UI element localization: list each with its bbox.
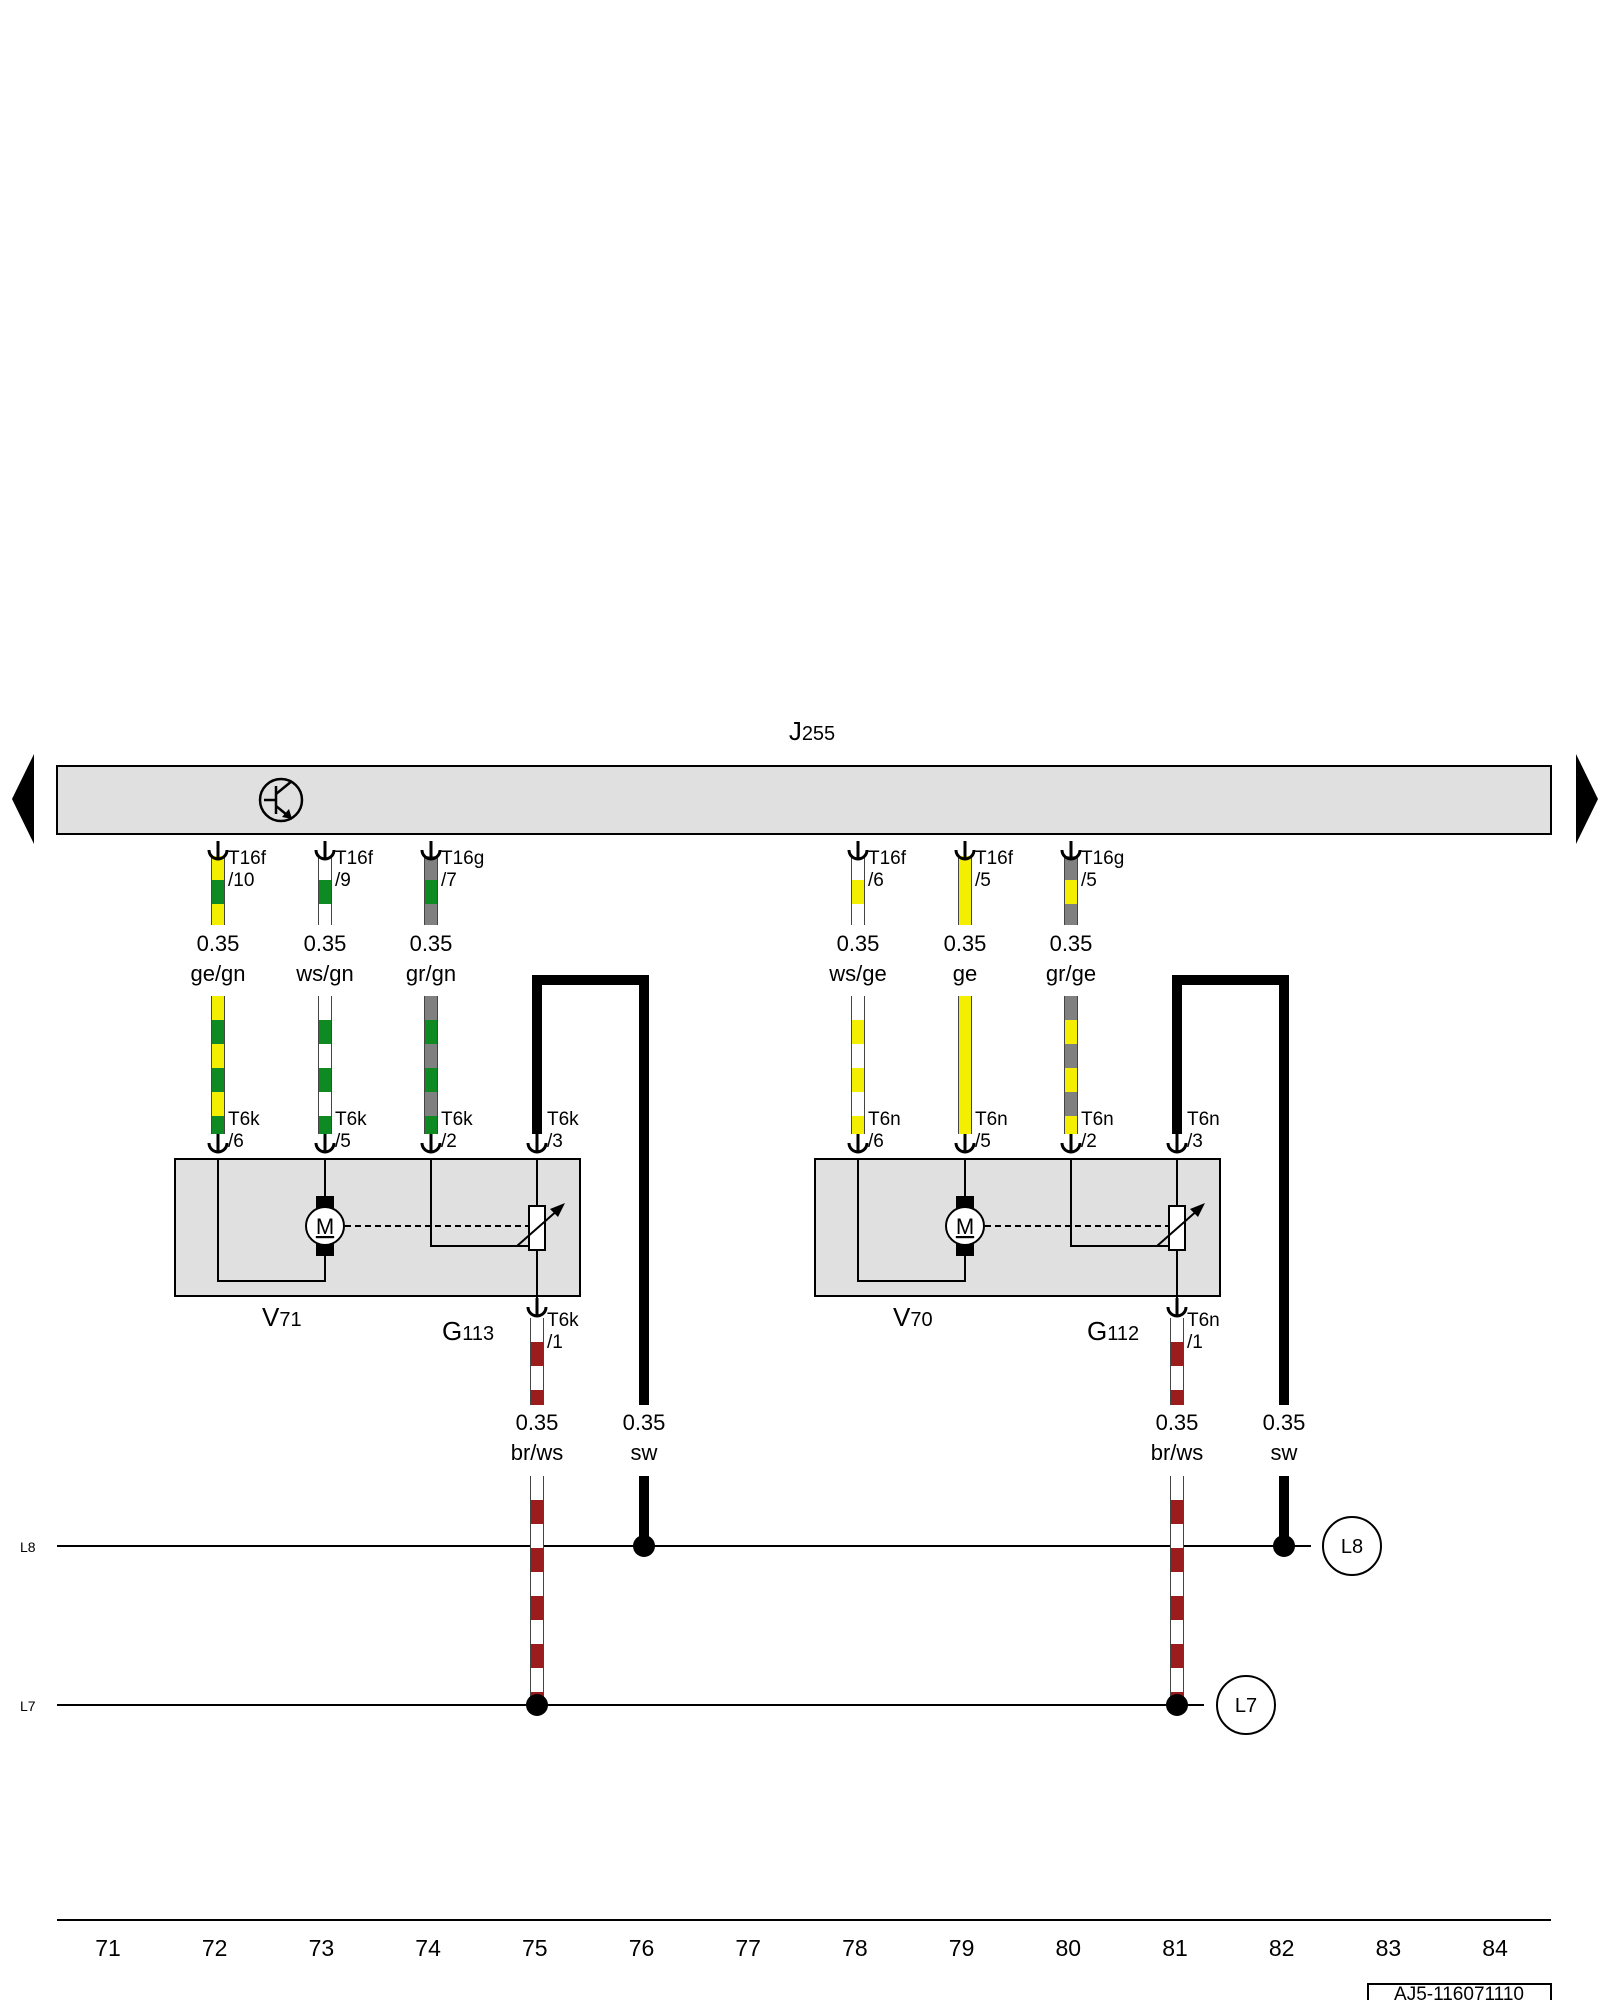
junction-dot	[1166, 1694, 1188, 1716]
bottom-wire-lower	[530, 1476, 544, 1705]
actuator-pin-label: T6k/1	[547, 1310, 579, 1353]
actuator-pin-label: T6n/1	[1187, 1310, 1220, 1353]
track-number: 77	[735, 1935, 761, 1961]
potentiometer-arrow-icon	[1190, 1203, 1205, 1217]
actuator-pin-label: T6n/3	[1187, 1109, 1220, 1152]
wire-lower-segment	[958, 996, 972, 1134]
terminal-l8: L8	[1322, 1516, 1382, 1576]
actuator-pin-label: T6k/3	[547, 1109, 579, 1152]
wire-upper-segment	[1064, 856, 1078, 925]
document-ref: AJ5-116071110	[1394, 1984, 1524, 2000]
track-number: 75	[522, 1935, 548, 1961]
unit-pin-label: T16f/6	[868, 848, 907, 891]
motor-symbol: M	[956, 1214, 974, 1239]
internal-wire	[430, 1159, 529, 1247]
track-number: 73	[309, 1935, 335, 1961]
motor-v70-label: V70	[893, 1302, 933, 1332]
sensor-g113-label: G113	[442, 1316, 494, 1346]
actuator-pin-label: T6k/6	[228, 1109, 260, 1152]
potentiometer-wiper	[516, 1208, 560, 1247]
track-number: 81	[1162, 1935, 1188, 1961]
wire-lower-segment	[211, 996, 225, 1134]
potentiometer-wiper	[1156, 1208, 1200, 1247]
wire-upper-segment	[851, 856, 865, 925]
svg-text:L7: L7	[1235, 1695, 1257, 1717]
internal-wire	[857, 1159, 966, 1282]
actuator-v70-housing	[814, 1158, 1221, 1297]
wire-lower-segment	[1064, 996, 1078, 1134]
wire-upper-segment	[958, 856, 972, 925]
track-number: 82	[1269, 1935, 1295, 1961]
actuator-v71-housing	[174, 1158, 581, 1297]
unit-pin-label: T16g/7	[441, 848, 484, 891]
track-numbers: 71 72 73 74 75 76 77 78 79 80 81 82 83 84	[95, 1935, 1508, 1961]
internal-wire	[1070, 1159, 1169, 1247]
junction-dot	[633, 1535, 655, 1557]
unit-pin-label: T16f/5	[975, 848, 1014, 891]
unit-pin-label: T16f/10	[228, 848, 267, 891]
wire-upper-segment	[424, 856, 438, 925]
loop-wire-sw	[1172, 975, 1289, 1405]
terminal-l7: L7	[1216, 1675, 1276, 1735]
right-continuation-arrow-icon	[1576, 754, 1598, 844]
transistor-symbol-icon	[258, 777, 304, 823]
track-number: 74	[415, 1935, 441, 1961]
bus-label-l7: L7	[20, 1698, 36, 1714]
track-number: 72	[202, 1935, 228, 1961]
svg-text:L8: L8	[1341, 1536, 1363, 1558]
track-number: 78	[842, 1935, 868, 1961]
actuator-pin-label: T6k/5	[335, 1109, 367, 1152]
internal-wire	[217, 1159, 326, 1282]
left-continuation-arrow-icon	[12, 754, 34, 844]
document-ref-box	[1367, 1983, 1552, 2000]
track-number: 83	[1376, 1935, 1402, 1961]
unit-pin-label: T16g/5	[1081, 848, 1124, 891]
junction-dot	[1273, 1535, 1295, 1557]
wire-lower-segment	[851, 996, 865, 1134]
sensor-g112-label: G112	[1087, 1316, 1139, 1346]
wire-upper-segment	[318, 856, 332, 925]
motor-symbol: M	[316, 1214, 334, 1239]
motor-icon	[305, 1206, 345, 1246]
motor-v71-label: V71	[262, 1302, 302, 1332]
wire-upper-segment	[211, 856, 225, 925]
actuator-pin-label: T6n/2	[1081, 1109, 1114, 1152]
actuator-pin-label: T6n/6	[868, 1109, 901, 1152]
bottom-wire-upper	[1170, 1318, 1184, 1405]
bus-label-l8: L8	[20, 1539, 36, 1555]
unit-pin-label: T16f/9	[335, 848, 374, 891]
track-number: 84	[1482, 1935, 1508, 1961]
bottom-wire-upper	[530, 1318, 544, 1405]
track-number: 79	[949, 1935, 975, 1961]
potentiometer-arrow-icon	[550, 1203, 565, 1217]
actuator-pin-label: T6k/2	[441, 1109, 473, 1152]
actuator-pin-label: T6n/5	[975, 1109, 1008, 1152]
motor-icon	[945, 1206, 985, 1246]
track-number: 80	[1056, 1935, 1082, 1961]
loop-wire-sw	[532, 975, 649, 1405]
wire-lower-segment	[424, 996, 438, 1134]
track-number: 71	[95, 1935, 121, 1961]
junction-dot	[526, 1694, 548, 1716]
control-unit-box	[56, 765, 1552, 835]
wire-lower-segment	[318, 996, 332, 1134]
bottom-wire-lower	[1170, 1476, 1184, 1705]
track-number: 76	[629, 1935, 655, 1961]
control-unit-label: J255	[789, 716, 835, 746]
